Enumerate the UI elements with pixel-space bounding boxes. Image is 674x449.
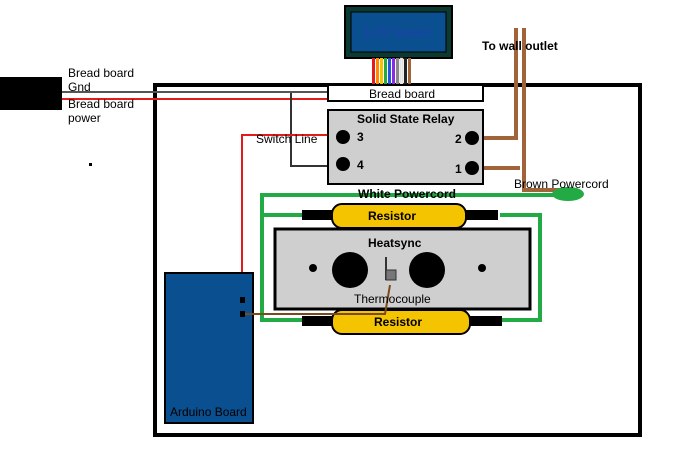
resistor-bottom: [331, 309, 471, 335]
heatsink-screw-right: [478, 264, 486, 272]
resistor-bottom-lead-right: [470, 316, 502, 326]
arduino-pin-thermo: [240, 311, 245, 317]
brown-powercord-label: Brown Powercord: [514, 177, 609, 191]
resistor-top-lead-left: [302, 210, 332, 220]
thermocouple-wire: [245, 284, 391, 315]
ribbon-wire-blue: [388, 58, 391, 86]
resistor-top: [331, 203, 467, 229]
ribbon-wire-black: [404, 58, 407, 86]
thermocouple-label: Thermocouple: [354, 292, 431, 306]
thermocouple-tip: [385, 269, 397, 281]
solid-state-relay-label: Solid State Relay: [357, 112, 455, 126]
powercord-plug: [552, 187, 584, 201]
stray-dot: [89, 163, 92, 166]
resistor-top-lead-right: [466, 210, 498, 220]
relay-pin-4: [336, 157, 350, 171]
ribbon-wire-white: [399, 57, 404, 87]
relay-pin-1: [465, 161, 479, 175]
wall-outlet-wire-2: [522, 28, 560, 192]
ribbon-wire-red: [372, 58, 375, 86]
relay-pin-1-label: 1: [455, 162, 462, 176]
arduino-board-label: Arduino Board: [170, 405, 247, 419]
heatsink: [273, 227, 532, 311]
white-powercord-label: White Powercord: [358, 187, 457, 201]
arduino-pin-power: [240, 297, 245, 303]
bread-board-power-label-line2: power: [68, 111, 101, 125]
bread-board-power-label-line1: Bread board: [68, 97, 135, 111]
arduino-power-wire: [241, 134, 330, 300]
resistor-bottom-label: Resistor: [374, 315, 423, 329]
bread-board: [327, 84, 484, 102]
ribbon-wire-orange: [376, 58, 379, 86]
resistor-bottom-lead-left: [302, 316, 332, 326]
relay-pin-2-label: 2: [455, 132, 462, 146]
lcd-screen: [350, 11, 447, 53]
white-powercord-loop: [260, 193, 555, 322]
to-wall-outlet-label: To wall outlet: [482, 39, 558, 53]
lcd-screen-label: LCD Screen: [365, 25, 431, 39]
resistor-top-label: Resistor: [368, 209, 417, 223]
arduino-board: [164, 272, 254, 424]
ribbon-wire-yellow: [380, 58, 383, 86]
switch-line-label: Switch Line: [256, 132, 318, 146]
solid-state-relay: [327, 109, 484, 185]
heatsink-hole-left: [332, 252, 368, 288]
external-power-plug: [0, 77, 62, 110]
relay-pin-2: [465, 131, 479, 145]
relay-pin-3: [336, 130, 350, 144]
switch-line-wire: [290, 93, 330, 167]
ribbon-wire-green: [384, 58, 387, 86]
wall-outlet-wire: [484, 28, 518, 140]
heatsink-hole-right: [409, 252, 445, 288]
ribbon-wire-purple: [392, 58, 395, 86]
relay-pin-3-label: 3: [357, 130, 364, 144]
heatsink-screw-left: [309, 264, 317, 272]
ribbon-wire-brown: [408, 58, 411, 86]
heatsync-label: Heatsync: [368, 236, 422, 250]
bread-board-gnd-label-line2: Gnd: [68, 80, 91, 94]
bread-board-label: Bread board: [369, 87, 436, 101]
bread-board-gnd-label-line1: Bread board: [68, 66, 135, 80]
relay-pin-4-label: 4: [357, 158, 364, 172]
ribbon-wire-gray: [396, 58, 399, 86]
